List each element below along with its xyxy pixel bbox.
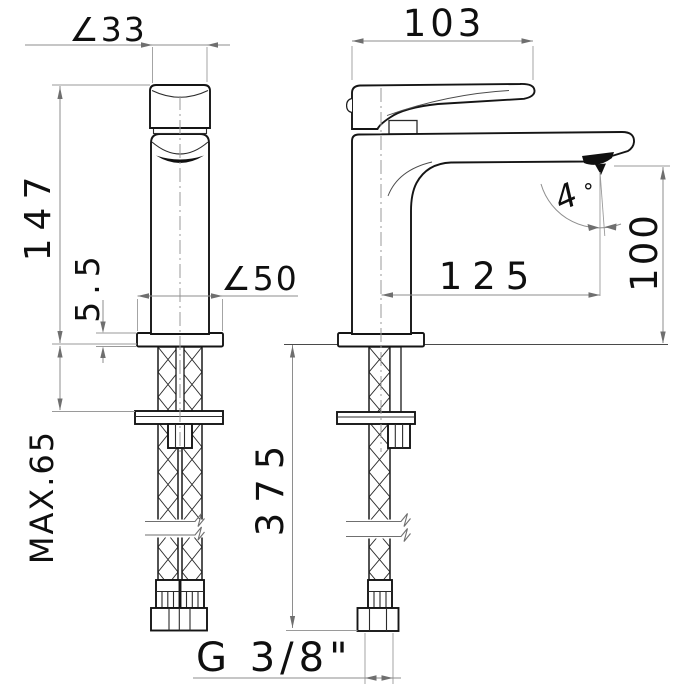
break-line [346, 513, 411, 527]
fixing-washer [336, 411, 416, 425]
label-aerator-angle: 4 [548, 174, 583, 218]
arrowhead [381, 292, 393, 298]
break-line [346, 528, 411, 542]
arrowhead [57, 345, 63, 358]
arrowhead [352, 38, 364, 44]
arrowhead [588, 292, 600, 298]
angle-leg-line [599, 171, 606, 237]
body-shadow-crescent [156, 155, 204, 163]
arrowhead [141, 42, 153, 48]
handle-indicator-button [345, 97, 353, 114]
arrowhead [57, 331, 63, 343]
label-overall-height: 147 [18, 169, 59, 262]
arrowhead [289, 345, 296, 358]
label-handle-length: 103 [403, 2, 486, 45]
fixing-washer [134, 410, 224, 425]
dim-hose-thread: G 3/8" [193, 633, 401, 684]
arrowhead [365, 675, 377, 681]
label-max-deck-thickness: MAX.65 [23, 430, 61, 564]
break-line [145, 513, 205, 527]
arrowhead [137, 293, 149, 299]
dim-base-plate-height: 5.5 [68, 249, 136, 363]
label-base-diameter: ∠50 [221, 259, 299, 298]
label-hose-thread: G 3/8" [196, 635, 352, 681]
lever-highlight [386, 90, 510, 116]
label-top-diameter: ∠33 [69, 10, 147, 49]
dim-overall-height: 147 [18, 84, 150, 345]
dim-max-deck-thickness: MAX.65 [23, 345, 135, 564]
arrowhead [100, 321, 106, 333]
dim-base-diameter: ∠50 [137, 259, 299, 331]
break-mask [345, 519, 413, 539]
hose-end [356, 579, 400, 632]
label-spout-height: 100 [623, 212, 666, 292]
dimension-annotations: ∠33 103 147 5.5 [18, 2, 670, 684]
dim-top-diameter: ∠33 [25, 10, 230, 83]
arrowhead [57, 398, 63, 411]
dim-hose-length: 375 [249, 345, 358, 631]
dim-spout-height: 100 [614, 165, 670, 344]
label-spout-reach: 125 [439, 255, 540, 298]
arrowhead [57, 87, 63, 99]
arrowhead [660, 167, 666, 180]
hose-ferrules [155, 579, 205, 609]
arrowhead [660, 331, 666, 344]
label-hose-length: 375 [249, 436, 292, 537]
dim-handle-length: 103 [351, 2, 534, 80]
spout-highlight [387, 161, 433, 197]
arrowhead [207, 42, 218, 48]
supply-hose [368, 346, 391, 581]
arrowhead [521, 38, 533, 44]
fixing-nut [387, 423, 411, 449]
cartridge-neck [388, 119, 418, 135]
front-view [134, 84, 224, 632]
side-view [284, 83, 668, 632]
arrowhead [211, 293, 223, 299]
hose-hex-nuts [150, 607, 208, 632]
arrowhead [381, 675, 393, 681]
label-degree-symbol: ° [583, 180, 594, 204]
dim-aerator-angle: 4 ° [540, 171, 622, 296]
hex-nut [356, 607, 400, 632]
supply-hose-left [157, 346, 179, 581]
arrowhead [100, 346, 106, 358]
arrowhead [587, 224, 599, 231]
dim-spout-reach: 125 [381, 255, 600, 298]
break-line [145, 526, 205, 541]
aerator-tip [595, 163, 606, 175]
body-and-spout [351, 131, 635, 335]
aerator [582, 152, 614, 165]
hose-break-symbol [345, 513, 413, 542]
lever-handle [351, 83, 536, 130]
arrowhead [289, 616, 296, 628]
arrowhead [604, 223, 617, 231]
supply-hose-right [181, 346, 203, 581]
label-base-plate-height: 5.5 [68, 249, 107, 322]
hose-break-symbol [144, 513, 214, 541]
